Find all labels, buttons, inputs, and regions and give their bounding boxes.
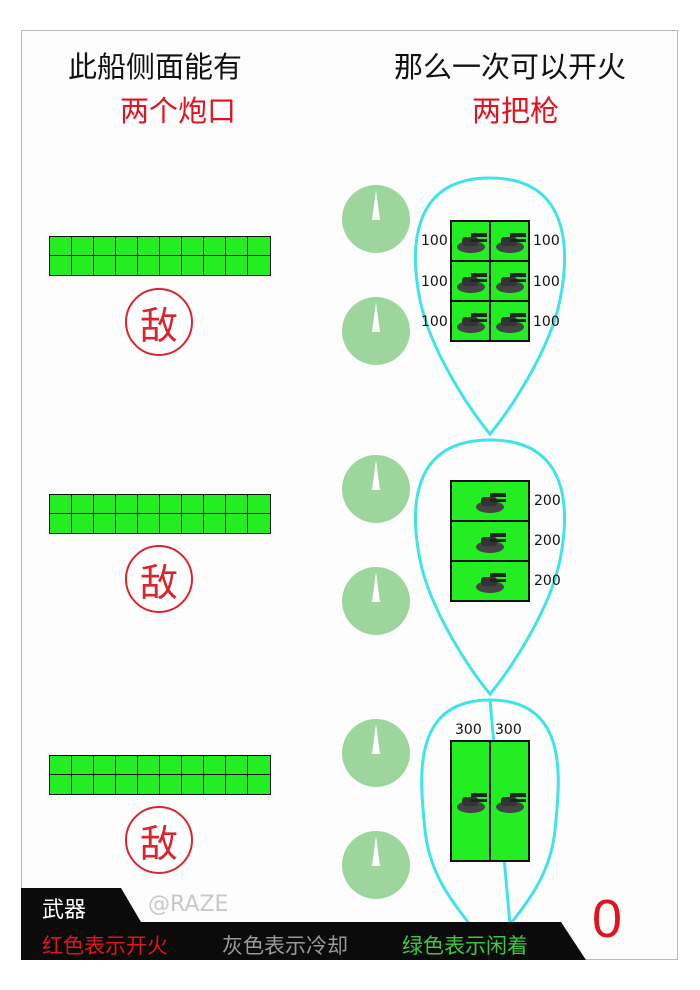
weapon-grid	[450, 740, 530, 862]
damage-label: 300	[495, 722, 522, 738]
weapons-label: 武器	[42, 898, 87, 923]
enemy-hp-bar	[49, 494, 271, 534]
weapon-grid	[450, 480, 530, 602]
turret-icon	[476, 493, 506, 513]
weapon-slot[interactable]	[490, 301, 529, 341]
weapon-slot[interactable]	[451, 221, 490, 261]
damage-label: 100	[533, 233, 560, 249]
weapon-slot[interactable]	[451, 261, 490, 301]
weapon-slot[interactable]	[490, 221, 529, 261]
damage-label: 200	[534, 533, 561, 549]
counter: 0	[592, 889, 623, 949]
turret-icon	[495, 313, 526, 333]
shield-outline	[420, 698, 560, 930]
turret-icon	[476, 533, 506, 553]
cooldown-gauge-icon	[342, 567, 410, 635]
enemy-hp-bar	[49, 236, 271, 276]
shield-outline	[413, 176, 567, 437]
cooldown-gauge-icon	[342, 455, 410, 523]
legend-cooldown: 灰色表示冷却	[222, 934, 348, 958]
weapon-slot[interactable]	[451, 481, 529, 521]
cooldown-gauge-icon	[342, 719, 410, 787]
weapon-slot[interactable]	[451, 741, 490, 861]
cooldown-gauge-icon	[342, 185, 410, 253]
damage-label: 200	[534, 573, 561, 589]
shield-outline	[413, 438, 567, 697]
damage-label: 200	[534, 493, 561, 509]
watermark: @RAZE	[148, 892, 229, 917]
damage-label: 100	[421, 314, 448, 330]
damage-label: 100	[421, 274, 448, 290]
legend-fire: 红色表示开火	[42, 934, 168, 958]
cooldown-gauge-icon	[342, 831, 410, 899]
turret-icon	[456, 793, 487, 813]
damage-label: 100	[533, 274, 560, 290]
right-subheading: 两把枪	[472, 94, 560, 128]
damage-label: 100	[533, 314, 560, 330]
weapon-slot[interactable]	[451, 521, 529, 561]
left-subheading: 两个炮口	[120, 94, 237, 128]
cooldown-gauge-icon	[342, 297, 410, 365]
turret-icon	[456, 313, 487, 333]
turret-icon	[476, 573, 506, 593]
weapon-grid	[450, 220, 530, 342]
enemy-marker: 敌	[125, 545, 193, 613]
weapon-slot[interactable]	[451, 561, 529, 601]
enemy-marker: 敌	[125, 806, 193, 874]
footer-background	[21, 888, 586, 960]
legend-idle: 绿色表示闲着	[402, 934, 528, 958]
turret-icon	[495, 273, 526, 293]
turret-icon	[456, 233, 487, 253]
weapon-slot[interactable]	[490, 261, 529, 301]
damage-label: 100	[421, 233, 448, 249]
enemy-marker: 敌	[125, 288, 193, 356]
turret-icon	[495, 233, 526, 253]
enemy-hp-bar	[49, 755, 271, 795]
weapon-slot[interactable]	[451, 301, 490, 341]
turret-icon	[456, 273, 487, 293]
left-heading: 此船侧面能有	[68, 50, 243, 84]
damage-label: 300	[455, 722, 482, 738]
turret-icon	[495, 793, 526, 813]
right-heading: 那么一次可以开火	[394, 50, 627, 84]
weapon-slot[interactable]	[490, 741, 529, 861]
